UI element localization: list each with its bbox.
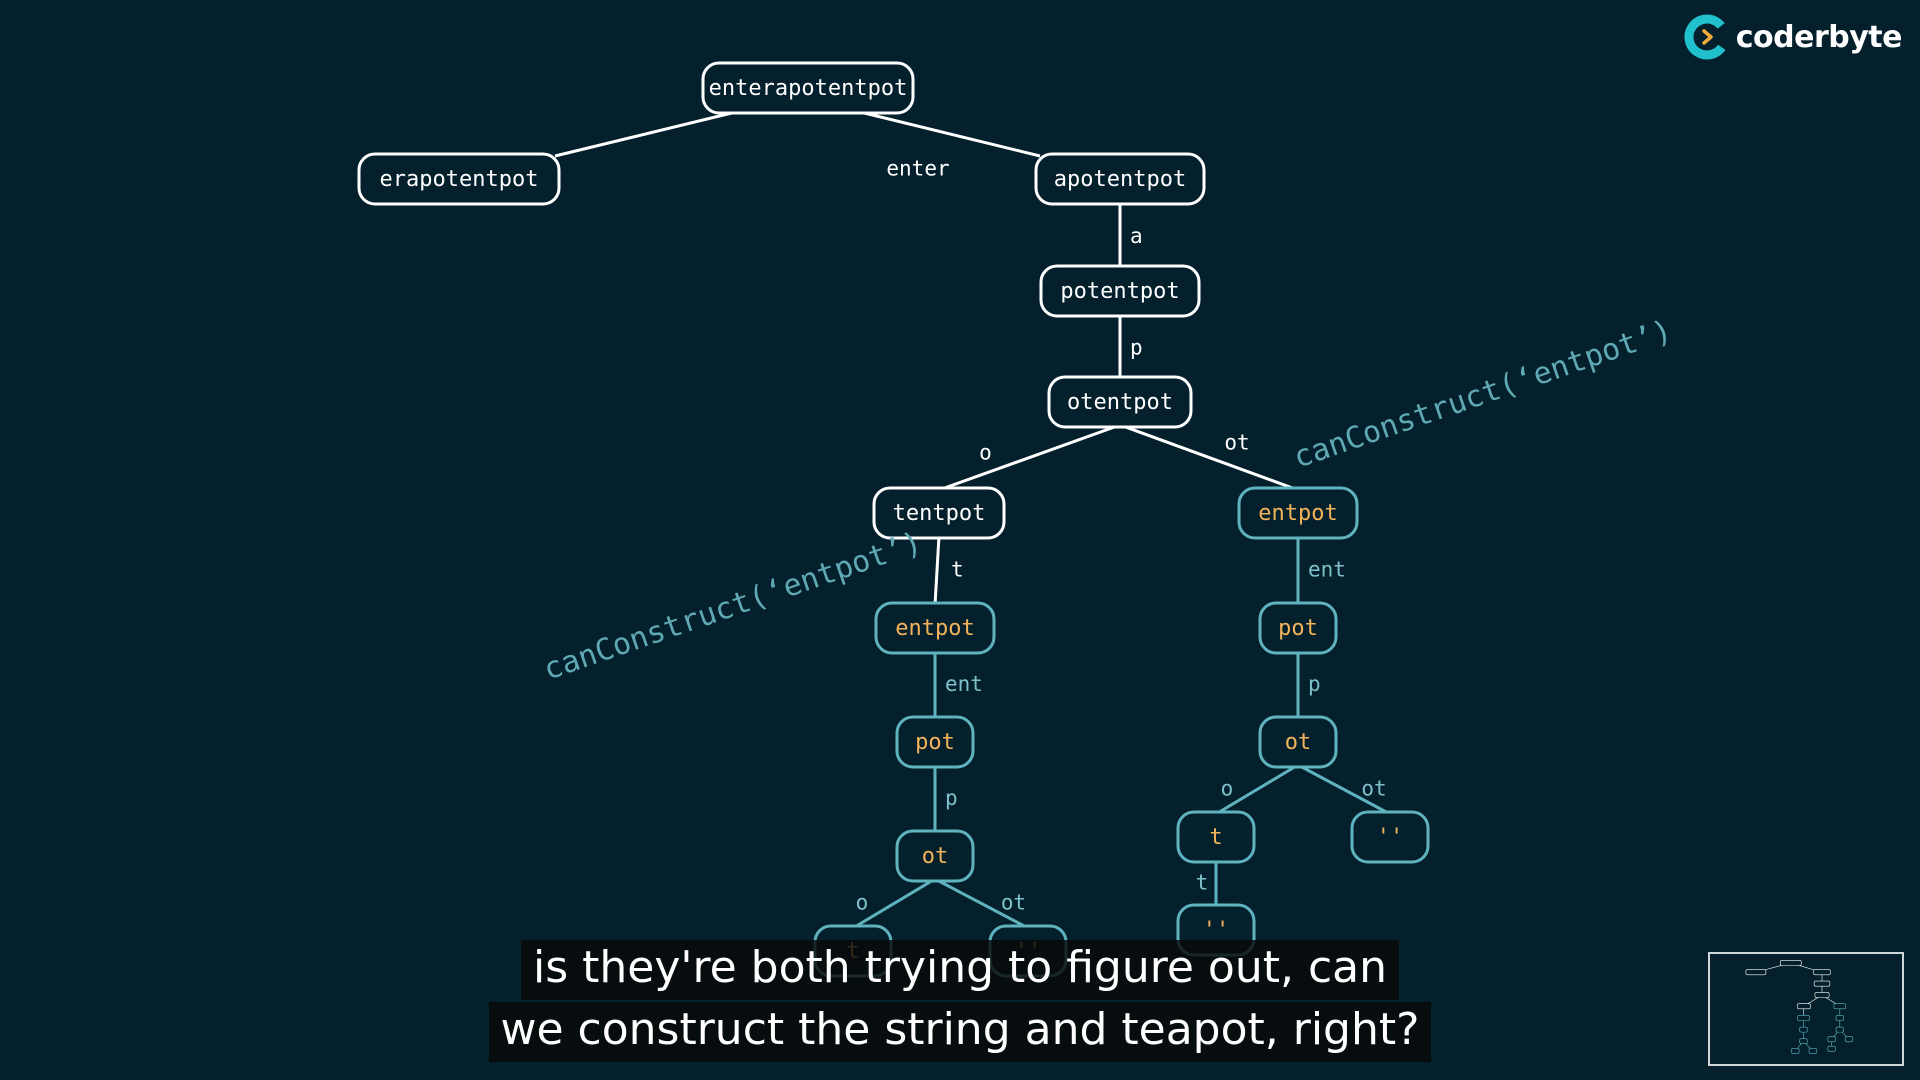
tree-node-label: ot (922, 844, 949, 869)
annotation-right: canConstruct(‘entpot’) (1289, 313, 1676, 475)
edge-label: ent (945, 672, 983, 696)
tree-node-box (1047, 375, 1193, 429)
video-thumbnail-preview (1708, 952, 1904, 1066)
tree-node: potentpot (1039, 264, 1201, 318)
tree-node-label: tentpot (893, 501, 986, 526)
tree-edge (1215, 763, 1299, 816)
tree-edge (934, 877, 1029, 930)
edge-label: p (945, 786, 958, 810)
thumbnail-node (1827, 1036, 1836, 1043)
tree-node-label: potentpot (1060, 279, 1179, 304)
thumbnail-node (1833, 1003, 1847, 1010)
thumbnail-node (1835, 1026, 1844, 1033)
tree-node-label: otentpot (1067, 390, 1173, 415)
edge-label: ent (1308, 558, 1346, 582)
tree-node: '' (1350, 810, 1430, 864)
thumbnail-node (1780, 960, 1802, 966)
tree-node: ot (1258, 715, 1338, 769)
tree-node-label: '' (1377, 825, 1404, 850)
tree-node-label: ot (1285, 730, 1312, 755)
edge-label: p (1308, 672, 1321, 696)
tree-node-box (874, 601, 996, 655)
thumbnail-node (1814, 992, 1830, 998)
tree-node-box (1258, 601, 1338, 655)
thumbnail-node (1835, 1015, 1844, 1021)
subtitles: is they're both trying to figure out, ca… (0, 940, 1920, 1062)
edge-label: ot (1224, 431, 1249, 455)
tree-edge (554, 109, 741, 158)
edge-label: o (1221, 777, 1234, 801)
tree-node-label: pot (915, 730, 955, 755)
coderbyte-logo-icon (1684, 14, 1730, 60)
tree-node-box (701, 61, 915, 115)
tree-node-box (1237, 486, 1359, 540)
tree-node-box (1034, 152, 1206, 206)
edge-label: p (1130, 336, 1143, 360)
tree-node-label: t (1209, 825, 1222, 850)
edges-layer: ententerapoottententppoottoot (405, 109, 1391, 930)
tree-edge (938, 423, 1121, 492)
tree-node: erapotentpot (357, 152, 561, 206)
tree-node-label: '' (1203, 918, 1230, 943)
edge-label: t (951, 558, 964, 582)
thumbnail-node (1745, 969, 1767, 976)
subtitle-line-2: we construct the string and teapot, righ… (488, 1002, 1432, 1062)
edge-label: ot (1001, 891, 1026, 915)
edge-label: t (1196, 871, 1209, 895)
edge-label: o (856, 891, 869, 915)
tree-node-label: entpot (895, 616, 974, 641)
edge-label: ot (1361, 777, 1386, 801)
tree-node-box (895, 715, 975, 769)
tree-node-box (357, 152, 561, 206)
tree-node: t (1176, 810, 1256, 864)
tree-edge (933, 535, 941, 606)
thumbnail-node (1797, 1003, 1811, 1010)
tree-node: ot (895, 829, 975, 883)
tree-node-box (1350, 810, 1430, 864)
thumbnail-node (1808, 1048, 1817, 1054)
tree-node-box (895, 829, 975, 883)
thumbnail-node (1799, 1038, 1808, 1045)
thumbnail-node (1813, 980, 1831, 987)
thumbnail-tree-preview (1745, 960, 1854, 1054)
tree-node: pot (895, 715, 975, 769)
thumbnail-node (1799, 1026, 1808, 1033)
coderbyte-logo: coderbyte (1684, 14, 1903, 60)
tree-node: enterapotentpot (701, 61, 915, 115)
tree-node: entpot (1237, 486, 1359, 540)
tree-node: tentpot (872, 486, 1006, 540)
tree-node-box (1039, 264, 1201, 318)
tree-node-box (1176, 810, 1256, 864)
tree-node: pot (1258, 601, 1338, 655)
tree-node-label: apotentpot (1054, 167, 1186, 192)
tree-node-label: entpot (1258, 501, 1337, 526)
thumbnail-node (1827, 1045, 1836, 1052)
tree-node-box (872, 486, 1006, 540)
edge-label: o (979, 441, 992, 465)
tree-edge (1119, 423, 1299, 492)
tree-node-label: pot (1278, 616, 1318, 641)
thumbnail-node (1797, 1015, 1810, 1021)
tree-node-label: erapotentpot (380, 167, 539, 192)
edge-label: enter (886, 157, 949, 181)
tree-node: apotentpot (1034, 152, 1206, 206)
thumbnail-node (1791, 1048, 1800, 1054)
tree-edge (1297, 763, 1391, 816)
annotation-left: canConstruct(‘entpot’) (539, 525, 926, 687)
brand-name: coderbyte (1735, 19, 1903, 55)
tree-node: otentpot (1047, 375, 1193, 429)
thumbnail-node (1844, 1036, 1854, 1043)
edge-label: a (1130, 224, 1143, 248)
tree-edge (855, 109, 1041, 158)
thumbnail-node (1813, 969, 1831, 976)
tree-node: entpot (874, 601, 996, 655)
tree-edge (852, 877, 936, 930)
subtitle-line-1: is they're both trying to figure out, ca… (521, 940, 1399, 1000)
tree-node-label: enterapotentpot (709, 76, 908, 101)
tree-node-box (1258, 715, 1338, 769)
